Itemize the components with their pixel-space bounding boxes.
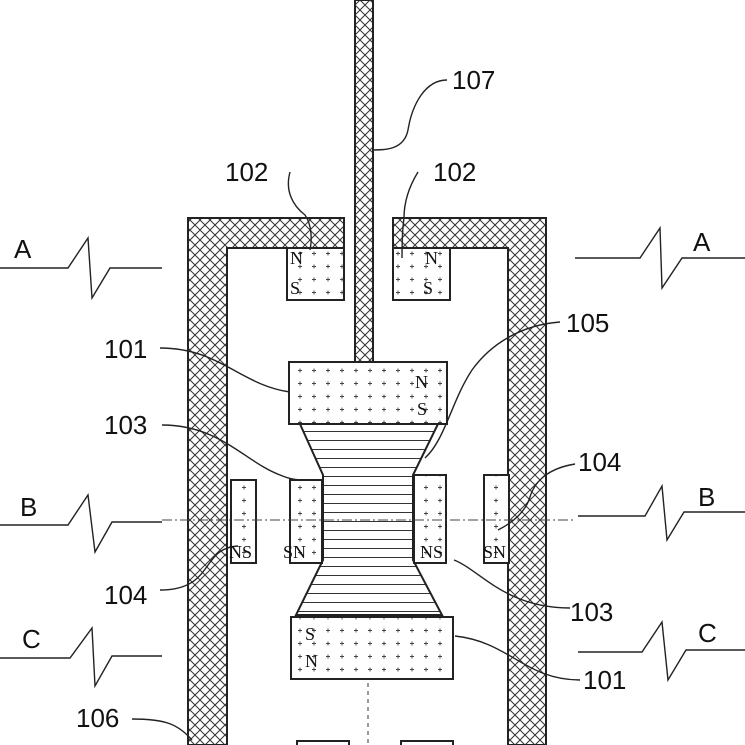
upper-main-magnet [288, 361, 448, 425]
side-magnet-inner-left [289, 479, 323, 564]
section-a-left: A [14, 234, 32, 264]
section-a-left-break [0, 235, 162, 301]
pole-side-inner-right: NS [420, 542, 443, 562]
label-104-right: 104 [578, 447, 621, 477]
pole-top-right-n: N [425, 248, 438, 268]
lower-main-magnet [290, 616, 454, 680]
section-a-right: A [693, 227, 711, 257]
section-c-right-break [578, 619, 745, 683]
top-magnet-right [392, 247, 451, 301]
section-b-right: B [698, 482, 715, 512]
side-magnet-outer-left [230, 479, 257, 564]
leader-lines [131, 79, 581, 741]
label-105: 105 [566, 308, 609, 338]
pole-side-outer-right: SN [483, 542, 506, 562]
pole-side-outer-left: NS [229, 542, 252, 562]
top-magnet-left [286, 247, 345, 301]
pole-top-left-s: S [290, 278, 300, 298]
pole-lower-main-n: N [305, 651, 318, 671]
side-magnet-outer-right [483, 474, 510, 564]
label-103-right: 103 [570, 597, 613, 627]
label-102-right: 102 [433, 157, 476, 187]
section-c-right: C [698, 618, 717, 648]
label-101-lower: 101 [583, 665, 626, 695]
bottom-block-left [296, 740, 350, 745]
pole-top-right-s: S [423, 278, 433, 298]
section-b-right-break [578, 483, 745, 543]
label-107: 107 [452, 65, 495, 95]
label-103-left: 103 [104, 410, 147, 440]
side-magnet-inner-right [413, 474, 447, 564]
pole-upper-main-s: S [417, 399, 427, 419]
pole-top-left-n: N [290, 248, 303, 268]
label-101-upper: 101 [104, 334, 147, 364]
section-b-left-break [0, 493, 162, 555]
pole-side-inner-left: SN [283, 542, 306, 562]
pole-upper-main-n: N [415, 372, 428, 392]
label-104-left: 104 [104, 580, 147, 610]
pole-lower-main-s: S [305, 624, 315, 644]
section-a-right-break [575, 225, 745, 291]
bottom-block-right [400, 740, 454, 745]
section-c-left-break [0, 626, 162, 689]
label-106: 106 [76, 703, 119, 733]
section-b-left: B [20, 492, 37, 522]
section-c-left: C [22, 624, 41, 654]
rod [354, 0, 374, 364]
label-102-left: 102 [225, 157, 268, 187]
